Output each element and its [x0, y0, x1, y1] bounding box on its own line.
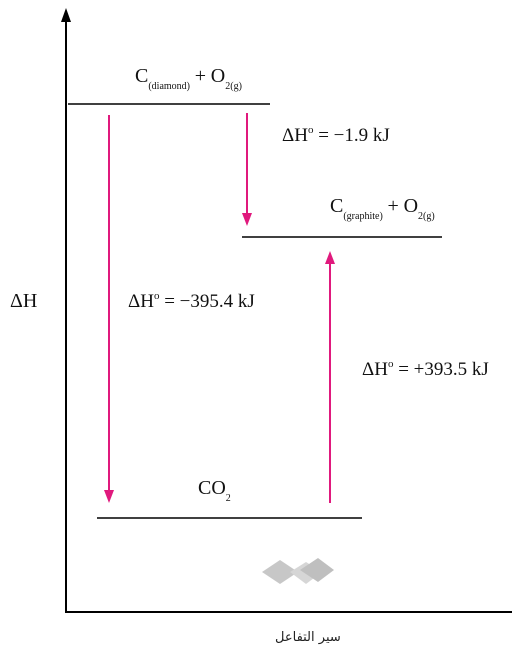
dh-co2-to-graphite-label: ΔHo = +393.5 kJ — [362, 358, 489, 380]
graphite-species-sub: (graphite) — [343, 211, 383, 222]
x-axis-label: سير التفاعل — [275, 630, 341, 645]
y-axis-arrowhead — [61, 8, 71, 22]
diamond-watermark-icon — [262, 558, 334, 584]
diamond-species: C — [135, 65, 149, 87]
diamond-oxygen: O — [210, 65, 226, 87]
co2-level-label: CO2 — [198, 477, 231, 504]
dh-diamond-to-graphite-value: = −1.9 kJ — [313, 125, 390, 146]
dh-diamond-to-co2-degree: o — [153, 290, 160, 302]
dh-diamond-to-graphite-prefix: ΔH — [282, 125, 308, 146]
dh-diamond-to-co2-value: = −395.4 kJ — [159, 291, 255, 312]
co2-species-sub: 2 — [225, 493, 231, 504]
dh-co2-to-graphite-value: = +393.5 kJ — [393, 359, 489, 380]
graphite-level-label: C(graphite) + O2(g) — [330, 195, 435, 222]
graphite-oxygen-sub: 2(g) — [418, 211, 435, 222]
dh-diamond-to-co2-prefix: ΔH — [128, 291, 154, 312]
dh-co2-to-graphite-prefix: ΔH — [362, 359, 388, 380]
arrow-diamond-to-graphite-head — [242, 213, 252, 226]
co2-species: CO — [198, 477, 226, 499]
arrow-co2-to-graphite-head — [325, 251, 335, 264]
graphite-oxygen: O — [403, 195, 419, 217]
diamond-plus: + — [194, 65, 207, 87]
graphite-species: C — [330, 195, 344, 217]
y-axis-label: ΔH — [10, 290, 38, 312]
arrow-diamond-to-co2-head — [104, 490, 114, 503]
diamond-oxygen-sub: 2(g) — [225, 81, 242, 92]
dh-co2-to-graphite-degree: o — [387, 358, 394, 370]
dh-diamond-to-co2-label: ΔHo = −395.4 kJ — [128, 290, 255, 312]
diamond-species-sub: (diamond) — [148, 81, 190, 92]
graphite-plus: + — [387, 195, 399, 217]
diamond-level-label: C(diamond) + O2(g) — [135, 65, 242, 92]
dh-diamond-to-graphite-degree: o — [307, 124, 314, 136]
dh-diamond-to-graphite-label: ΔHo = −1.9 kJ — [282, 124, 390, 146]
